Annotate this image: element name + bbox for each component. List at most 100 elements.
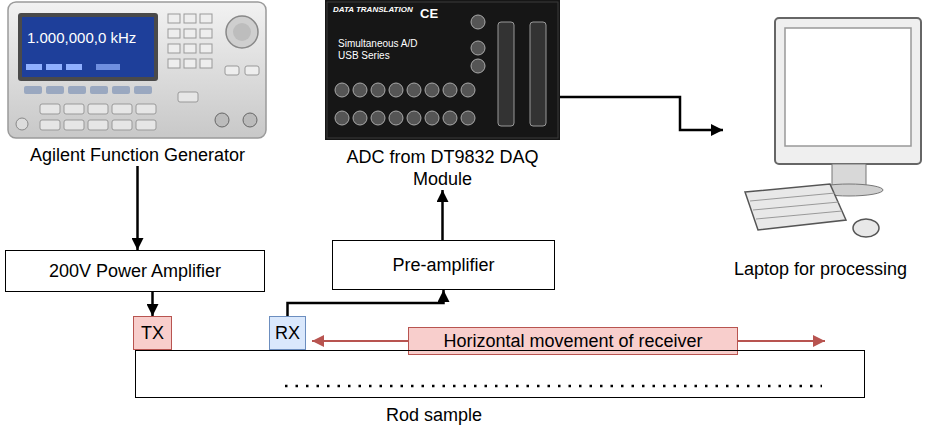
display-tab (96, 64, 120, 70)
daq-panel (325, 0, 560, 140)
photo-caption: Agilent Function Generator (5, 144, 270, 166)
box-label: 200V Power Amplifier (49, 260, 221, 282)
daq-module-photo (325, 0, 560, 140)
keypad-key (200, 14, 212, 23)
panel-button (112, 104, 132, 114)
box-label: Horizontal movement of receiver (443, 330, 702, 352)
process-box: Pre-amplifier (332, 240, 555, 290)
power-button (16, 118, 28, 130)
photo-space (325, 0, 560, 146)
device-body (8, 2, 266, 138)
keyboard-keys (750, 193, 842, 219)
photo-caption: Laptop for processing (723, 258, 918, 280)
bnc-connector (471, 41, 485, 55)
panel-button (64, 120, 84, 130)
keypad-key (168, 59, 180, 68)
display-tab (46, 64, 62, 70)
photo-space (5, 0, 270, 144)
panel-button (136, 104, 156, 114)
monitor-frame (775, 18, 921, 164)
keypad-key (168, 29, 180, 38)
dsub-connector (498, 22, 514, 126)
bnc-connector (335, 111, 349, 125)
panel-button (40, 120, 60, 130)
transducer-box: TX (133, 316, 172, 350)
keypad-key (200, 44, 212, 53)
dsub-connector (530, 22, 546, 126)
box-label: TX (141, 322, 164, 344)
display-screen (22, 17, 154, 77)
bnc-connector (471, 59, 485, 73)
display-tab (26, 64, 42, 70)
keypad-key (168, 14, 180, 23)
photo-caption: ADC from DT9832 DAQ Module (325, 146, 560, 190)
signal-arrow (560, 97, 723, 130)
panel-button (88, 104, 108, 114)
bnc-output (243, 113, 257, 127)
keypad-key (184, 44, 196, 53)
box-label: Pre-amplifier (392, 254, 494, 276)
bnc-connector (389, 111, 403, 125)
signal-arrow (136, 166, 139, 250)
bnc-connector (335, 83, 349, 97)
bnc-connector (461, 111, 475, 125)
monitor-stand (832, 164, 866, 186)
soft-key (46, 86, 64, 94)
display-tab (66, 64, 82, 70)
bnc-connector (425, 83, 439, 97)
rod-caption: Rod sample (386, 404, 482, 426)
instrument-photo: Agilent Function Generator (5, 0, 270, 166)
bnc-connector (407, 111, 421, 125)
signal-arrow (441, 190, 444, 240)
computer-figure: Laptop for processing (723, 10, 918, 280)
function-generator-photo (8, 2, 266, 138)
brand-mark: DATA TRANSLATION (333, 5, 413, 15)
process-box: 200V Power Amplifier (5, 250, 265, 292)
rotary-knob (233, 23, 251, 41)
keyboard (745, 184, 846, 230)
transducer-box: RX (269, 316, 306, 350)
mouse (853, 219, 879, 237)
panel-button (40, 104, 60, 114)
panel-button (88, 120, 108, 130)
bnc-connector (353, 111, 367, 125)
photo-space (723, 10, 918, 258)
bnc-connector (389, 83, 403, 97)
bnc-connector (461, 83, 475, 97)
soft-key (24, 86, 42, 94)
panel-button (112, 120, 132, 130)
panel-button (178, 92, 198, 102)
bnc-connector (353, 83, 367, 97)
daq-panel-edge (327, 2, 558, 138)
bnc-connector (471, 15, 485, 29)
soft-key (134, 86, 152, 94)
sensor-dots (285, 385, 822, 388)
bnc-connector (371, 83, 385, 97)
display-readout: 1.000,000,0 kHz (27, 29, 136, 47)
bnc-connector (407, 83, 421, 97)
soft-key (112, 86, 130, 94)
box-label: RX (275, 322, 300, 344)
bnc-connector (443, 83, 457, 97)
panel-button (64, 104, 84, 114)
rotary-knob (226, 16, 258, 48)
keypad-key (200, 29, 212, 38)
arrow-key (225, 66, 239, 75)
soft-key (90, 86, 108, 94)
instrument-photo: ADC from DT9832 DAQ Module (325, 0, 560, 190)
bnc-connector (425, 111, 439, 125)
keypad-key (184, 29, 196, 38)
display-bezel (18, 13, 158, 81)
arrow-key (245, 66, 259, 75)
keypad-key (184, 59, 196, 68)
bnc-connector (371, 111, 385, 125)
monitor-screen (785, 28, 911, 146)
keypad-key (184, 14, 196, 23)
signal-arrow (288, 290, 444, 316)
product-line: Simultaneous A/D USB Series (338, 38, 430, 62)
panel-button (136, 120, 156, 130)
computer-icon (745, 18, 921, 237)
